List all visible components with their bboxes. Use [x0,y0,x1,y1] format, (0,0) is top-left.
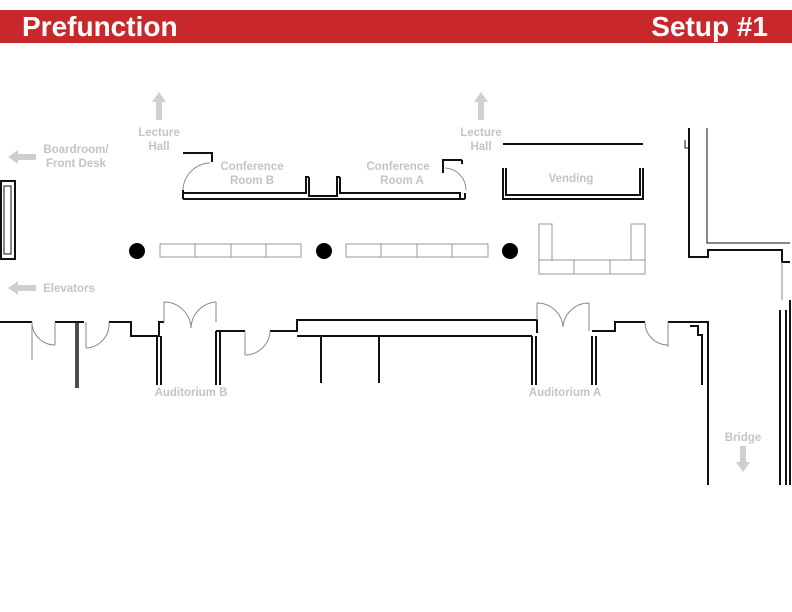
elevators-label: Elevators [43,283,95,295]
lecture-hall-right-label-2: Hall [470,141,491,153]
arrow-up-icon [152,92,166,120]
header-bar: Prefunction Setup #1 [0,10,792,43]
lecture-hall-left-label-1: Lecture [138,127,180,139]
auditorium-walls [0,300,791,485]
boardroom-wall [0,180,16,260]
table-row-2 [345,243,489,258]
arrow-up-icon [474,92,488,120]
page-title: Prefunction [22,11,178,42]
door-swing [444,167,467,191]
conference-a-label-1: Conference [366,161,429,173]
table-row-1 [159,243,302,258]
auditorium-b-label: Auditorium B [155,387,228,399]
conference-a-label-2: Room A [380,175,424,187]
column [502,243,518,259]
bridge-label: Bridge [725,432,761,444]
conference-b-label-1: Conference [220,161,283,173]
setup-label: Setup #1 [651,11,768,42]
arrow-left-icon [8,281,36,295]
column [129,243,145,259]
door-swing [182,162,211,191]
vending-label: Vending [549,173,594,185]
vending-alcove [502,168,644,200]
arrow-left-icon [8,150,36,164]
column [316,243,332,259]
conference-b-label-2: Room B [230,175,274,187]
conference-rooms-wall [182,152,467,200]
table-u-shape [538,223,646,275]
lecture-hall-left-label-2: Hall [148,141,169,153]
arrow-down-icon [736,446,750,472]
auditorium-a-label: Auditorium A [529,387,601,399]
doors [31,262,783,360]
boardroom-label-1: Boardroom/ [43,144,109,156]
lecture-hall-right-label-1: Lecture [460,127,502,139]
right-wall [684,128,790,263]
boardroom-label-2: Front Desk [46,158,107,170]
